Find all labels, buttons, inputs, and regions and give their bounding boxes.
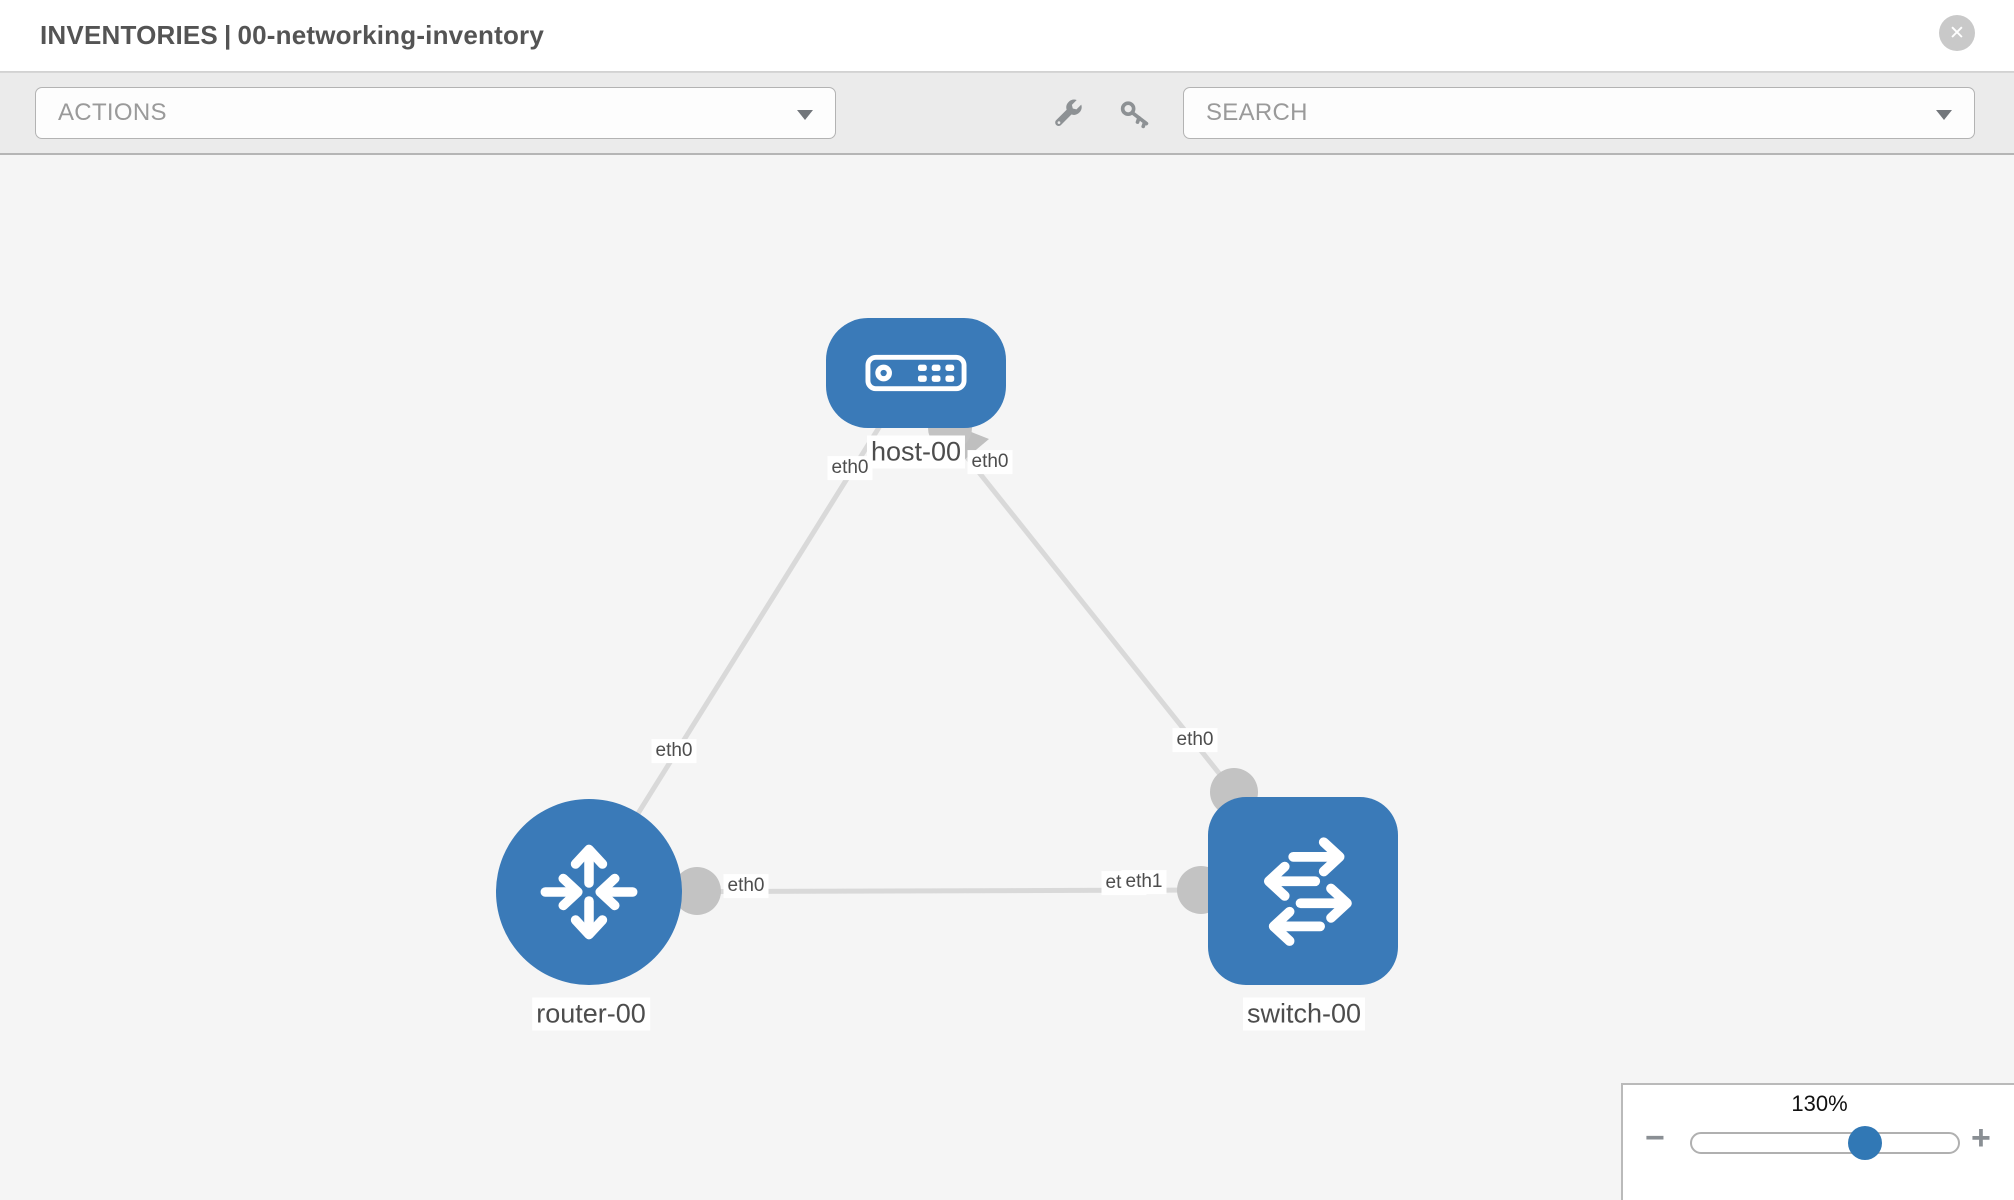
interface-label-router-eth0: eth0 (723, 874, 769, 898)
node-host-00[interactable] (826, 318, 1006, 428)
interface-label-switch-eth0: eth0 (1172, 728, 1218, 752)
page-title: INVENTORIES|00-networking-inventory (40, 20, 544, 51)
close-button[interactable]: ✕ (1939, 15, 1975, 51)
switch-icon (1263, 837, 1352, 946)
chevron-down-icon (1936, 110, 1952, 120)
node-label-router: router-00 (532, 997, 650, 1031)
zoom-panel: 130% − + (1621, 1083, 2014, 1200)
page-title-section: INVENTORIES (40, 20, 218, 50)
topology-canvas[interactable]: host-00 router-00 switch-00 eth0 eth0 et… (0, 155, 2014, 1200)
interface-label-host-eth0-left: eth0 (827, 456, 873, 480)
link-router-host[interactable] (586, 403, 896, 894)
toolbar: ACTIONS SEARCH (0, 72, 2014, 155)
inventory-name: 00-networking-inventory (237, 20, 545, 50)
interface-label-router-eth0-uplink: eth0 (651, 739, 697, 763)
page-title-divider: | (223, 20, 232, 50)
chevron-down-icon (797, 110, 813, 120)
wrench-icon[interactable] (1052, 99, 1084, 131)
actions-dropdown[interactable]: ACTIONS (35, 87, 836, 139)
header: INVENTORIES|00-networking-inventory ✕ (0, 0, 2014, 72)
search-dropdown[interactable]: SEARCH (1183, 87, 1975, 139)
search-dropdown-label: SEARCH (1206, 99, 1308, 126)
links-layer (586, 403, 1258, 915)
zoom-slider-handle[interactable] (1848, 1126, 1882, 1160)
zoom-value: 130% (1791, 1091, 1848, 1116)
zoom-out-button[interactable]: − (1645, 1119, 1665, 1157)
node-label-host: host-00 (866, 435, 966, 469)
zoom-in-button[interactable]: + (1971, 1119, 1991, 1157)
node-switch-00[interactable] (1208, 797, 1398, 985)
host-icon (865, 354, 967, 392)
node-router-00[interactable] (496, 799, 682, 985)
router-icon (540, 844, 638, 940)
interface-label-switch-eth1: eth1 (1121, 870, 1167, 894)
interface-label-host-eth0-right: eth0 (967, 450, 1013, 474)
actions-dropdown-label: ACTIONS (58, 99, 167, 126)
key-icon[interactable] (1119, 99, 1151, 131)
close-icon: ✕ (1949, 22, 1965, 44)
zoom-slider-track[interactable] (1690, 1132, 1960, 1154)
node-label-switch: switch-00 (1242, 997, 1366, 1031)
endpoint-router-eth0[interactable] (673, 867, 721, 915)
